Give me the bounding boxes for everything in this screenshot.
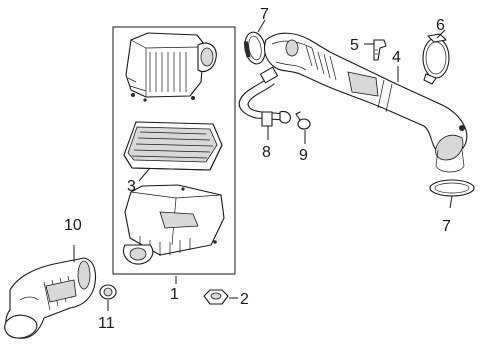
callout-8: 8: [262, 144, 271, 161]
callout-9: 9: [299, 147, 308, 164]
vent-hose-part-8: [238, 66, 291, 127]
air-filter-element: [123, 121, 223, 171]
clamp-part-7-upper: [243, 31, 266, 65]
clamp-part-7-lower: [429, 179, 475, 197]
callout-5: 5: [350, 37, 359, 54]
leader-3: [138, 167, 151, 182]
assembly-frame: [112, 26, 236, 275]
callout-7-lower: 7: [442, 218, 451, 235]
callout-10: 10: [64, 217, 82, 234]
bolt-part-5: [373, 39, 387, 61]
callout-7-upper: 7: [260, 6, 269, 23]
callout-3: 3: [127, 178, 136, 195]
inlet-duct-part-10: [4, 257, 97, 339]
air-cleaner-lower-housing: [122, 184, 225, 265]
grommet-part-11: [99, 284, 117, 300]
callout-6: 6: [436, 17, 445, 34]
leader-6: [436, 29, 446, 39]
nut-part-2: [203, 289, 229, 305]
callout-11: 11: [98, 315, 115, 332]
leader-7b: [449, 195, 453, 209]
callout-2: 2: [240, 291, 249, 308]
clamp-part-6: [422, 33, 450, 85]
air-cleaner-cover: [125, 32, 217, 102]
clamp-part-9: [295, 111, 311, 130]
outlet-duct-part-4: [263, 32, 468, 173]
callout-4: 4: [392, 49, 401, 66]
callout-1: 1: [170, 286, 179, 303]
leader-7a: [257, 19, 266, 33]
